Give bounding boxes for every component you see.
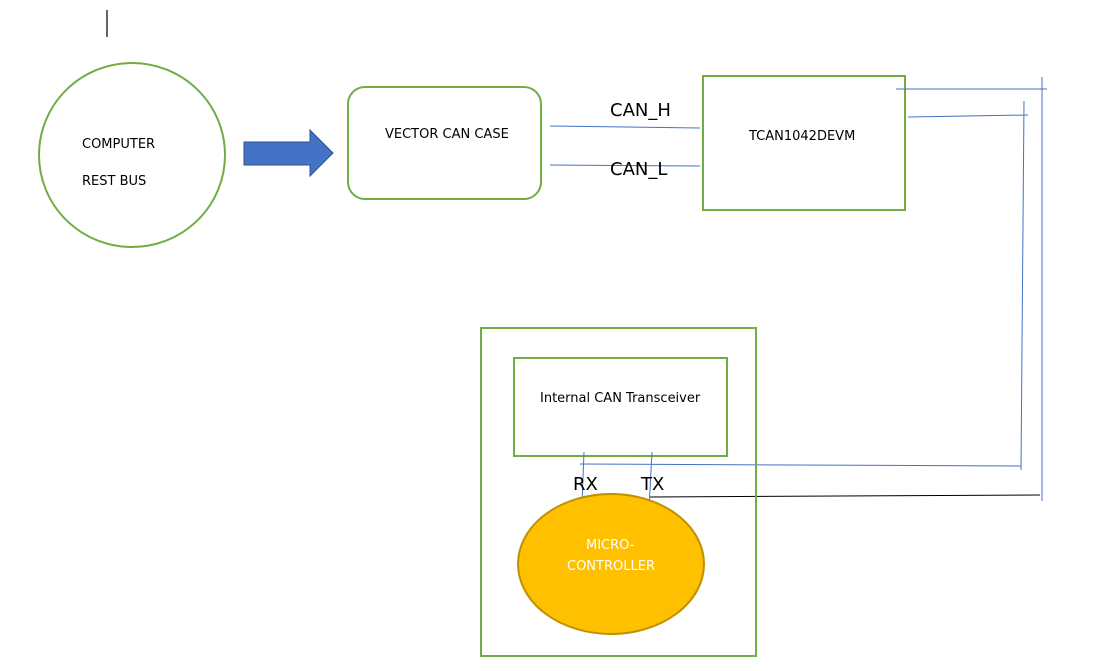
inner-wire-top (907, 114, 1029, 118)
rest-bus-label: REST BUS (82, 174, 147, 189)
tcan-node (702, 75, 906, 211)
inner-wire-vertical (1020, 100, 1025, 471)
can-l-wire (549, 164, 701, 167)
tx-wire-horizontal (649, 494, 1041, 498)
block-arrow-icon (243, 128, 334, 178)
can-h-wire (549, 125, 701, 129)
rx-wire (581, 451, 585, 504)
computer-node (38, 62, 226, 248)
tcan-label: TCAN1042DEVM (749, 129, 856, 144)
rx-label: RX (573, 474, 598, 495)
can-l-label: CAN_L (610, 159, 668, 180)
transceiver-label: Internal CAN Transceiver (540, 391, 701, 406)
can-h-label: CAN_H (610, 100, 671, 121)
microcontroller-label-line2: CONTROLLER (567, 559, 655, 574)
tx-label: TX (641, 474, 665, 495)
microcontroller-node (517, 493, 705, 635)
mcu-board (480, 327, 757, 657)
microcontroller-label-line1: MICRO- (586, 538, 635, 553)
transceiver-node (513, 357, 728, 457)
rx-wire-horizontal (579, 463, 1022, 467)
vector-can-case-node (347, 86, 542, 200)
vector-can-case-label: VECTOR CAN CASE (385, 127, 509, 142)
tx-wire (648, 451, 653, 509)
computer-label: COMPUTER (82, 137, 156, 152)
